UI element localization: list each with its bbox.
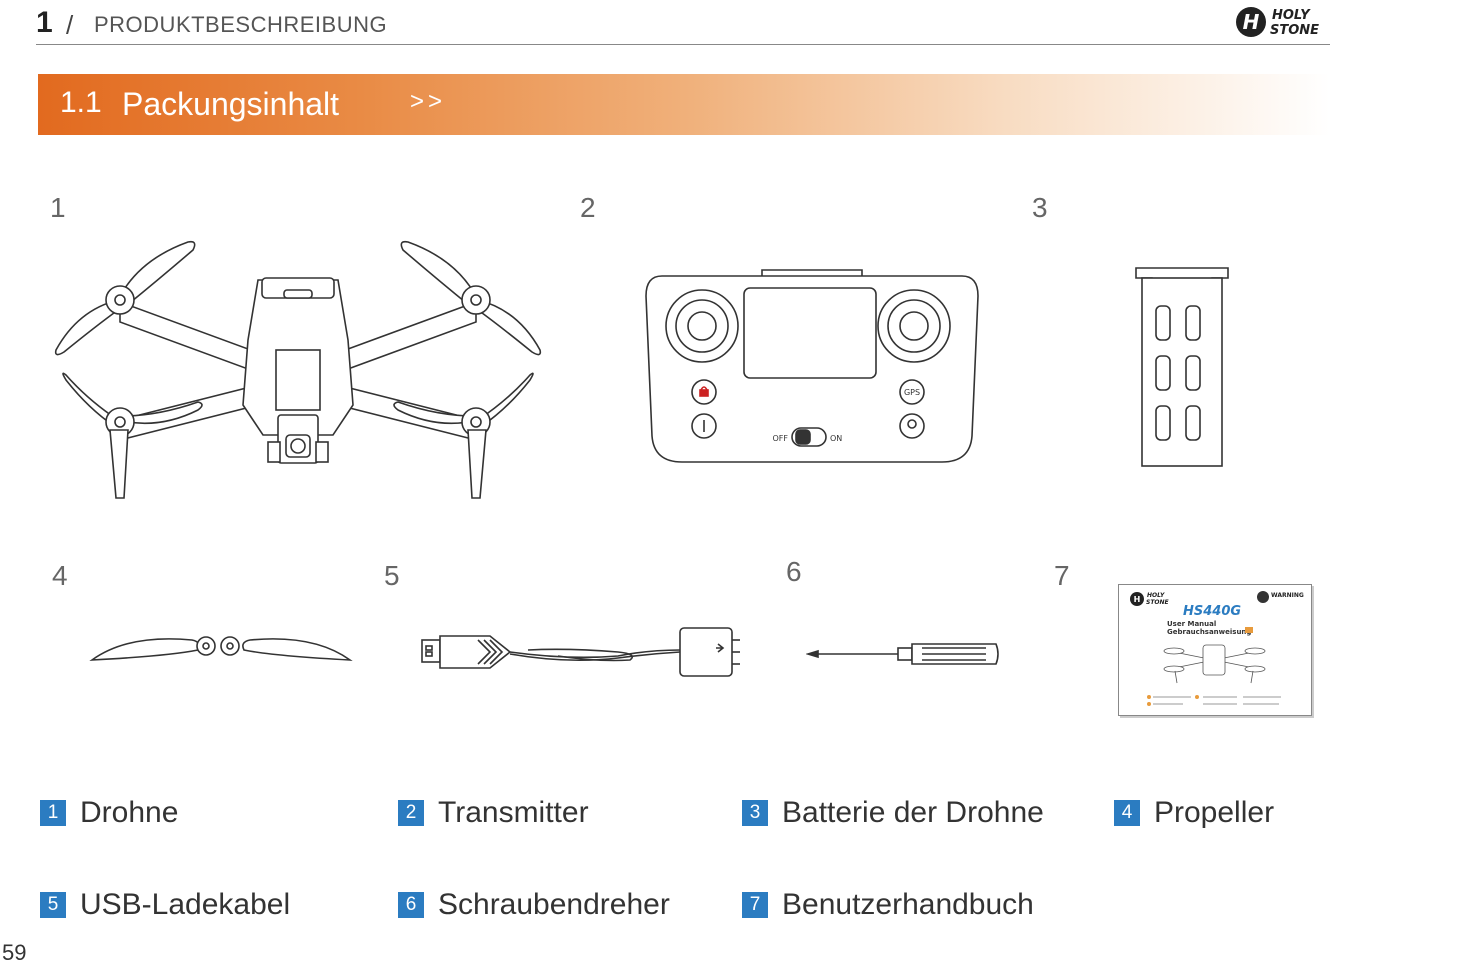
legend-label: Drohne <box>80 796 179 829</box>
legend-item-usb-cable: 5 USB-Ladekabel <box>40 888 290 922</box>
svg-text:STONE: STONE <box>1146 599 1170 606</box>
legend-item-transmitter: 2 Transmitter <box>398 796 589 830</box>
legend-label: USB-Ladekabel <box>80 888 291 921</box>
legend-badge: 4 <box>1114 800 1140 826</box>
legend-badge: 7 <box>742 892 768 918</box>
legend-label: Batterie der Drohne <box>782 796 1044 829</box>
item-number-battery: 3 <box>1032 192 1048 223</box>
legend-label: Transmitter <box>438 796 589 829</box>
svg-text:H: H <box>1243 10 1260 34</box>
legend-badge: 3 <box>742 800 768 826</box>
svg-text:OFF: OFF <box>773 434 789 443</box>
battery-illustration <box>1135 267 1229 467</box>
header-divider <box>36 44 1330 45</box>
item-number-transmitter: 2 <box>580 192 596 223</box>
item-number-usb-cable: 5 <box>384 560 400 591</box>
item-number-drone: 1 <box>50 192 66 223</box>
item-number-screwdriver: 6 <box>786 556 802 587</box>
legend-label: Schraubendreher <box>438 888 670 921</box>
propeller-illustration <box>89 636 353 661</box>
item-number-propeller: 4 <box>52 560 68 591</box>
legend-item-battery: 3 Batterie der Drohne <box>742 796 1044 830</box>
svg-text:HOLY: HOLY <box>1147 592 1165 599</box>
legend-badge: 2 <box>398 800 424 826</box>
drone-illustration <box>54 240 542 499</box>
page-number: 59 <box>2 940 27 965</box>
section-arrows: >> <box>410 88 447 115</box>
legend-label: Propeller <box>1154 796 1275 829</box>
section-heading-bar: 1.1 Packungsinhalt >> <box>38 74 1330 135</box>
chapter-number: 1 <box>36 6 53 39</box>
legend-item-drone: 1 Drohne <box>40 796 178 830</box>
chapter-separator: / <box>66 10 74 40</box>
svg-text:ON: ON <box>830 434 842 443</box>
holy-stone-logo: H HOLY STONE <box>1236 7 1319 38</box>
user-manual-cover: H HOLY STONE WARNING HS440G User Manual … <box>1130 591 1304 706</box>
screwdriver-illustration <box>806 643 999 665</box>
svg-text:WARNING: WARNING <box>1271 592 1304 599</box>
svg-text:HS440G: HS440G <box>1183 604 1241 619</box>
svg-text:GPS: GPS <box>904 388 920 397</box>
item-number-manual: 7 <box>1054 560 1070 591</box>
chapter-title: PRODUKTBESCHREIBUNG <box>94 12 388 37</box>
legend-item-manual: 7 Benutzerhandbuch <box>742 888 1034 922</box>
legend-item-propeller: 4 Propeller <box>1114 796 1274 830</box>
svg-text:User Manual: User Manual <box>1167 620 1216 628</box>
legend-badge: 5 <box>40 892 66 918</box>
svg-text:H: H <box>1134 595 1141 604</box>
section-number: 1.1 <box>60 86 102 119</box>
svg-text:STONE: STONE <box>1270 23 1319 38</box>
svg-text:Gebrauchsanweisung: Gebrauchsanweisung <box>1167 628 1251 636</box>
usb-cable-illustration <box>421 627 740 677</box>
legend-label: Benutzerhandbuch <box>782 888 1034 921</box>
legend-badge: 6 <box>398 892 424 918</box>
section-title: Packungsinhalt <box>122 86 340 122</box>
transmitter-illustration: GPS OFF ON <box>645 269 979 463</box>
svg-text:HOLY: HOLY <box>1272 8 1311 23</box>
legend-item-screwdriver: 6 Schraubendreher <box>398 888 670 922</box>
user-manual-illustration: H HOLY STONE WARNING HS440G User Manual … <box>1118 584 1312 716</box>
legend-badge: 1 <box>40 800 66 826</box>
